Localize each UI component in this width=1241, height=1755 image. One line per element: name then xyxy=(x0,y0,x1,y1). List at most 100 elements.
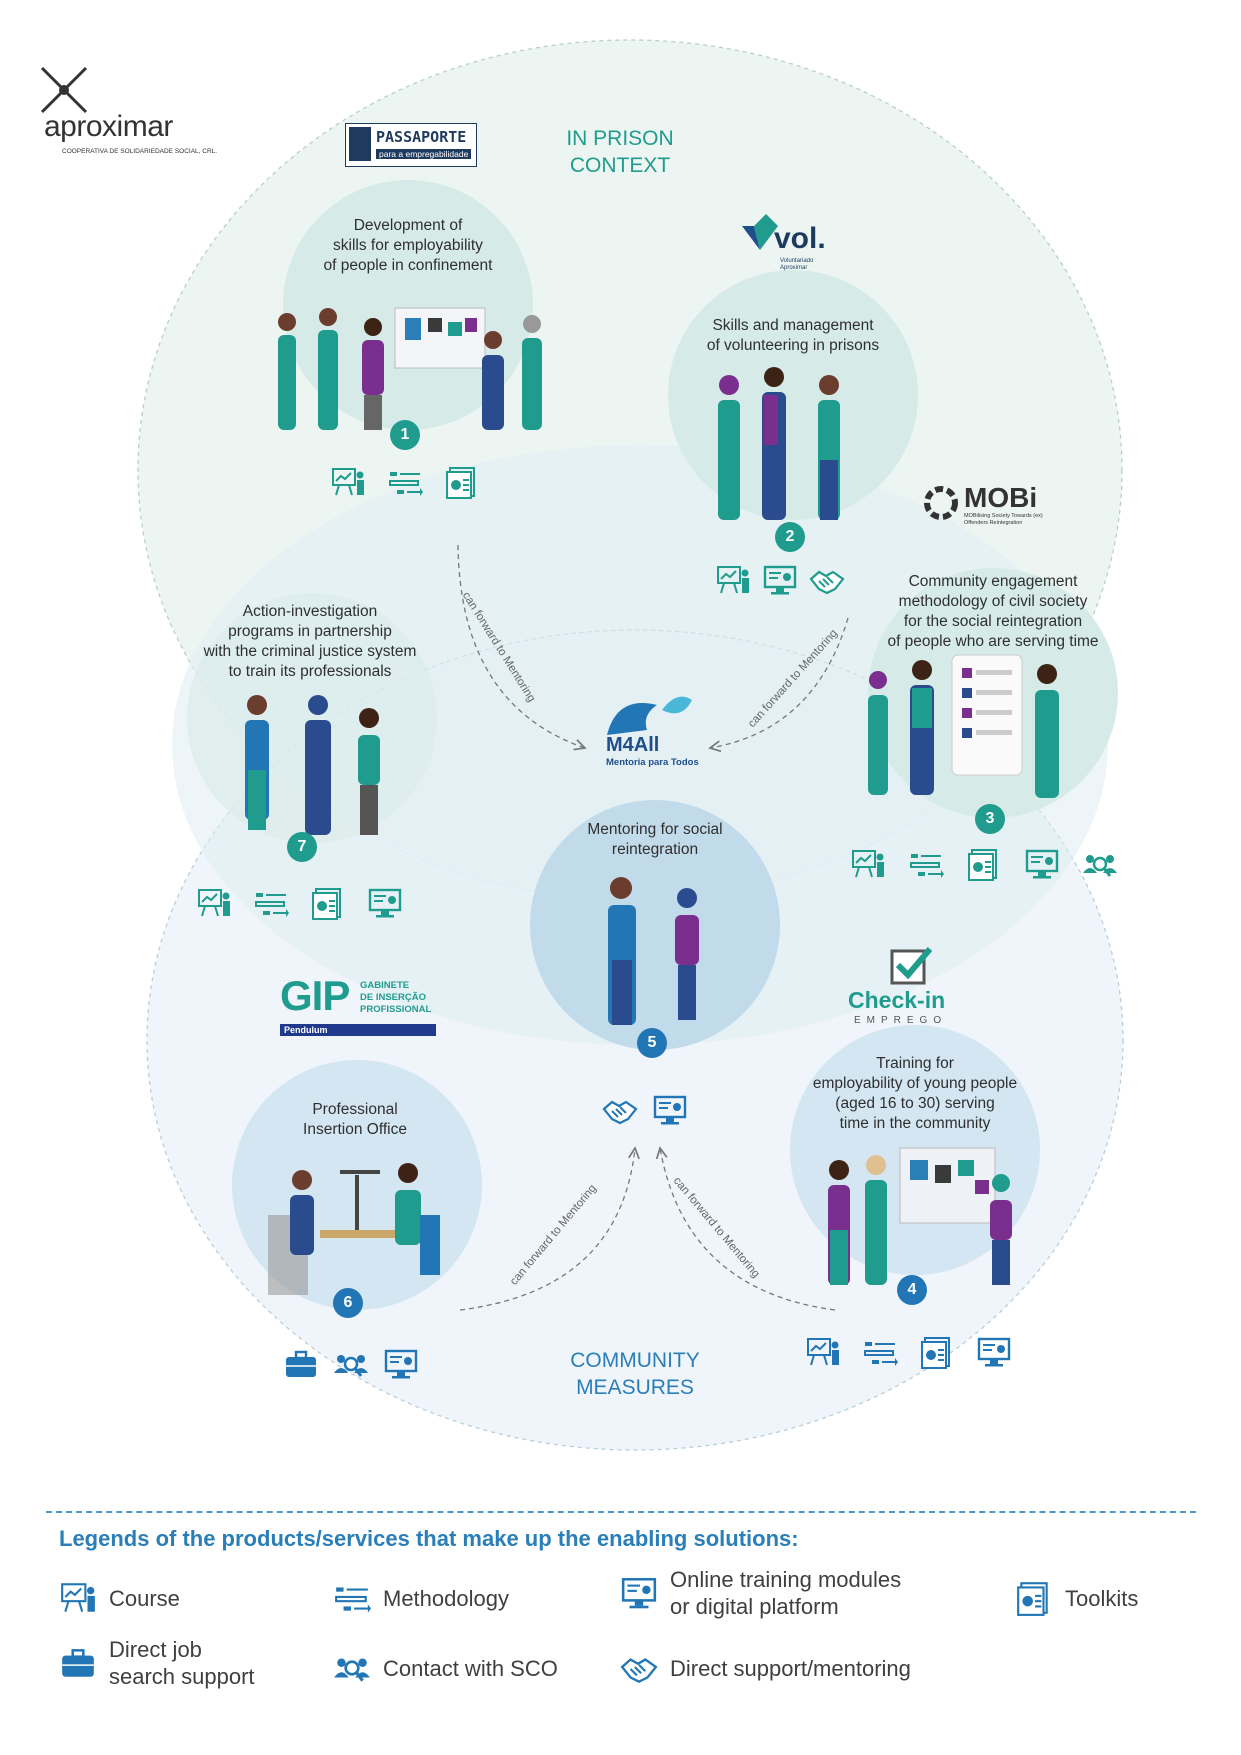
support-icon xyxy=(809,563,845,597)
legend-item-toolkits: Toolkits xyxy=(1015,1580,1138,1616)
legend-label: Contact with SCO xyxy=(383,1655,558,1681)
toolkits-icon xyxy=(919,1335,955,1369)
vol-tagline: Voluntariado Aproximar xyxy=(780,258,814,271)
community-measures-label: COMMUNITY MEASURES xyxy=(550,1347,720,1401)
m4all-name: M4All xyxy=(606,734,660,756)
legend-item-contact-sco: Contact with SCO xyxy=(333,1650,558,1686)
mobi-tagline: MOBilising Society Towards (ex) Offender… xyxy=(964,513,1043,526)
passaporte-name: PASSAPORTE xyxy=(376,128,467,146)
contact-sco-icon xyxy=(333,1650,371,1686)
course-icon xyxy=(330,465,366,499)
legend-item-direct-support: Direct support/mentoring xyxy=(620,1650,911,1686)
legend-label-line: search support xyxy=(109,1664,255,1689)
illustration-node-5 xyxy=(608,877,699,1025)
m4all-logo: M4All Mentoria para Todos xyxy=(598,690,708,770)
illustration-node-6 xyxy=(268,1163,440,1295)
job-search-icon xyxy=(59,1645,97,1681)
illustration-node-1 xyxy=(278,307,542,430)
gip-name: GIP xyxy=(280,972,350,1019)
gip-tagline: Pendulum xyxy=(280,1024,436,1036)
aproximar-name: aproximar xyxy=(44,110,173,143)
legend-label: Course xyxy=(109,1585,180,1611)
course-icon xyxy=(59,1580,97,1616)
node-4-line: employability of young people xyxy=(812,1075,1018,1092)
node-number-4: 4 xyxy=(897,1275,927,1305)
legend-label: Methodology xyxy=(383,1585,509,1611)
checkbox-icon xyxy=(890,947,932,985)
vol-mark-icon xyxy=(742,214,778,250)
forward-arrow-3 xyxy=(710,617,849,748)
course-icon xyxy=(196,886,232,920)
legend-item-course: Course xyxy=(59,1580,180,1616)
node-5-line: Mentoring for social xyxy=(587,821,723,838)
node-number-6: 6 xyxy=(333,1288,363,1318)
node-circle-2 xyxy=(668,270,918,520)
mobi-mark-icon xyxy=(924,486,958,520)
node-1-line: of people in confinement xyxy=(323,257,493,274)
node-6-line: Insertion Office xyxy=(303,1121,407,1138)
node-number-5: 5 xyxy=(637,1028,667,1058)
node-3-line: for the social reintegration xyxy=(903,613,1083,630)
node-7-line: to train its professionals xyxy=(228,663,392,680)
node-1-line: Development of xyxy=(353,217,463,234)
legend-item-methodology: Methodology xyxy=(333,1580,509,1616)
aproximar-logo: aproximar COOPERATIVA DE SOLIDARIEDADE S… xyxy=(32,60,222,160)
legend-label-line: or digital platform xyxy=(670,1594,839,1619)
toolkits-icon xyxy=(1015,1580,1053,1616)
node-2-line: of volunteering in prisons xyxy=(706,337,880,354)
contact-icon xyxy=(333,1347,369,1381)
forward-arrow-6 xyxy=(459,1148,635,1311)
legend-label-line: Direct job xyxy=(109,1637,202,1662)
node-number-2: 2 xyxy=(775,522,805,552)
node-5-text: Mentoring for social reintegration xyxy=(540,820,770,860)
node-number-1: 1 xyxy=(390,420,420,450)
prison-context-label: IN PRISON CONTEXT xyxy=(550,125,690,179)
node-3-line: of people who are serving time xyxy=(887,633,1099,650)
node-6-text: Professional Insertion Office xyxy=(245,1100,465,1140)
passaporte-logo: PASSAPORTE para a empregabilidade xyxy=(345,123,477,167)
forward-arrow-4 xyxy=(660,1148,836,1311)
community-line-1: COMMUNITY xyxy=(570,1349,700,1372)
gip-line2: DE INSERÇÃO xyxy=(360,992,426,1003)
support-icon xyxy=(602,1093,638,1127)
illustration-node-3 xyxy=(868,654,1059,798)
online-icon xyxy=(1024,847,1060,881)
gip-line1: GABINETE xyxy=(360,980,410,991)
gip-line3: PROFISSIONAL xyxy=(360,1004,432,1015)
passaporte-tagline: para a empregabilidade xyxy=(376,149,472,159)
node-6-line: Professional xyxy=(312,1101,398,1118)
online-icon xyxy=(762,563,798,597)
methodology-icon xyxy=(908,847,944,881)
vol-logo: vol. Voluntariado Aproximar xyxy=(740,212,850,274)
legend-label: Direct support/mentoring xyxy=(670,1655,911,1681)
online-training-icon xyxy=(620,1575,658,1611)
aproximar-tagline: COOPERATIVA DE SOLIDARIEDADE SOCIAL, CRL… xyxy=(62,148,218,155)
node-1-line: skills for employability xyxy=(333,237,483,254)
checkin-tagline: EMPREGO xyxy=(854,1015,948,1026)
methodology-icon xyxy=(862,1335,898,1369)
mobi-logo: MOBi MOBilising Society Towards (ex) Off… xyxy=(920,482,1060,526)
forward-arrow-1 xyxy=(457,544,585,748)
course-icon xyxy=(850,847,886,881)
checkin-logo: Check-in EMPREGO xyxy=(848,945,978,1030)
illustration-node-2 xyxy=(718,367,840,520)
online-icon xyxy=(367,886,403,920)
toolkits-icon xyxy=(310,886,346,920)
node-3-line: Community engagement xyxy=(908,573,1078,590)
passport-icon xyxy=(349,127,371,161)
online-icon xyxy=(652,1093,688,1127)
direct-support-icon xyxy=(620,1650,658,1686)
methodology-icon xyxy=(387,465,423,499)
gip-logo: GIP GABINETE DE INSERÇÃO PROFISSIONAL Pe… xyxy=(280,972,440,1046)
node-7-line: Action-investigation xyxy=(242,603,378,620)
illustration-node-7 xyxy=(245,695,380,835)
job-icon xyxy=(283,1347,319,1381)
node-2-text: Skills and management of volunteering in… xyxy=(673,316,913,356)
toolkits-icon xyxy=(966,847,1002,881)
node-3-line: methodology of civil society xyxy=(898,593,1088,610)
node-1-text: Development of skills for employability … xyxy=(288,216,528,276)
node-4-text: Training for employability of young peop… xyxy=(775,1054,1055,1134)
